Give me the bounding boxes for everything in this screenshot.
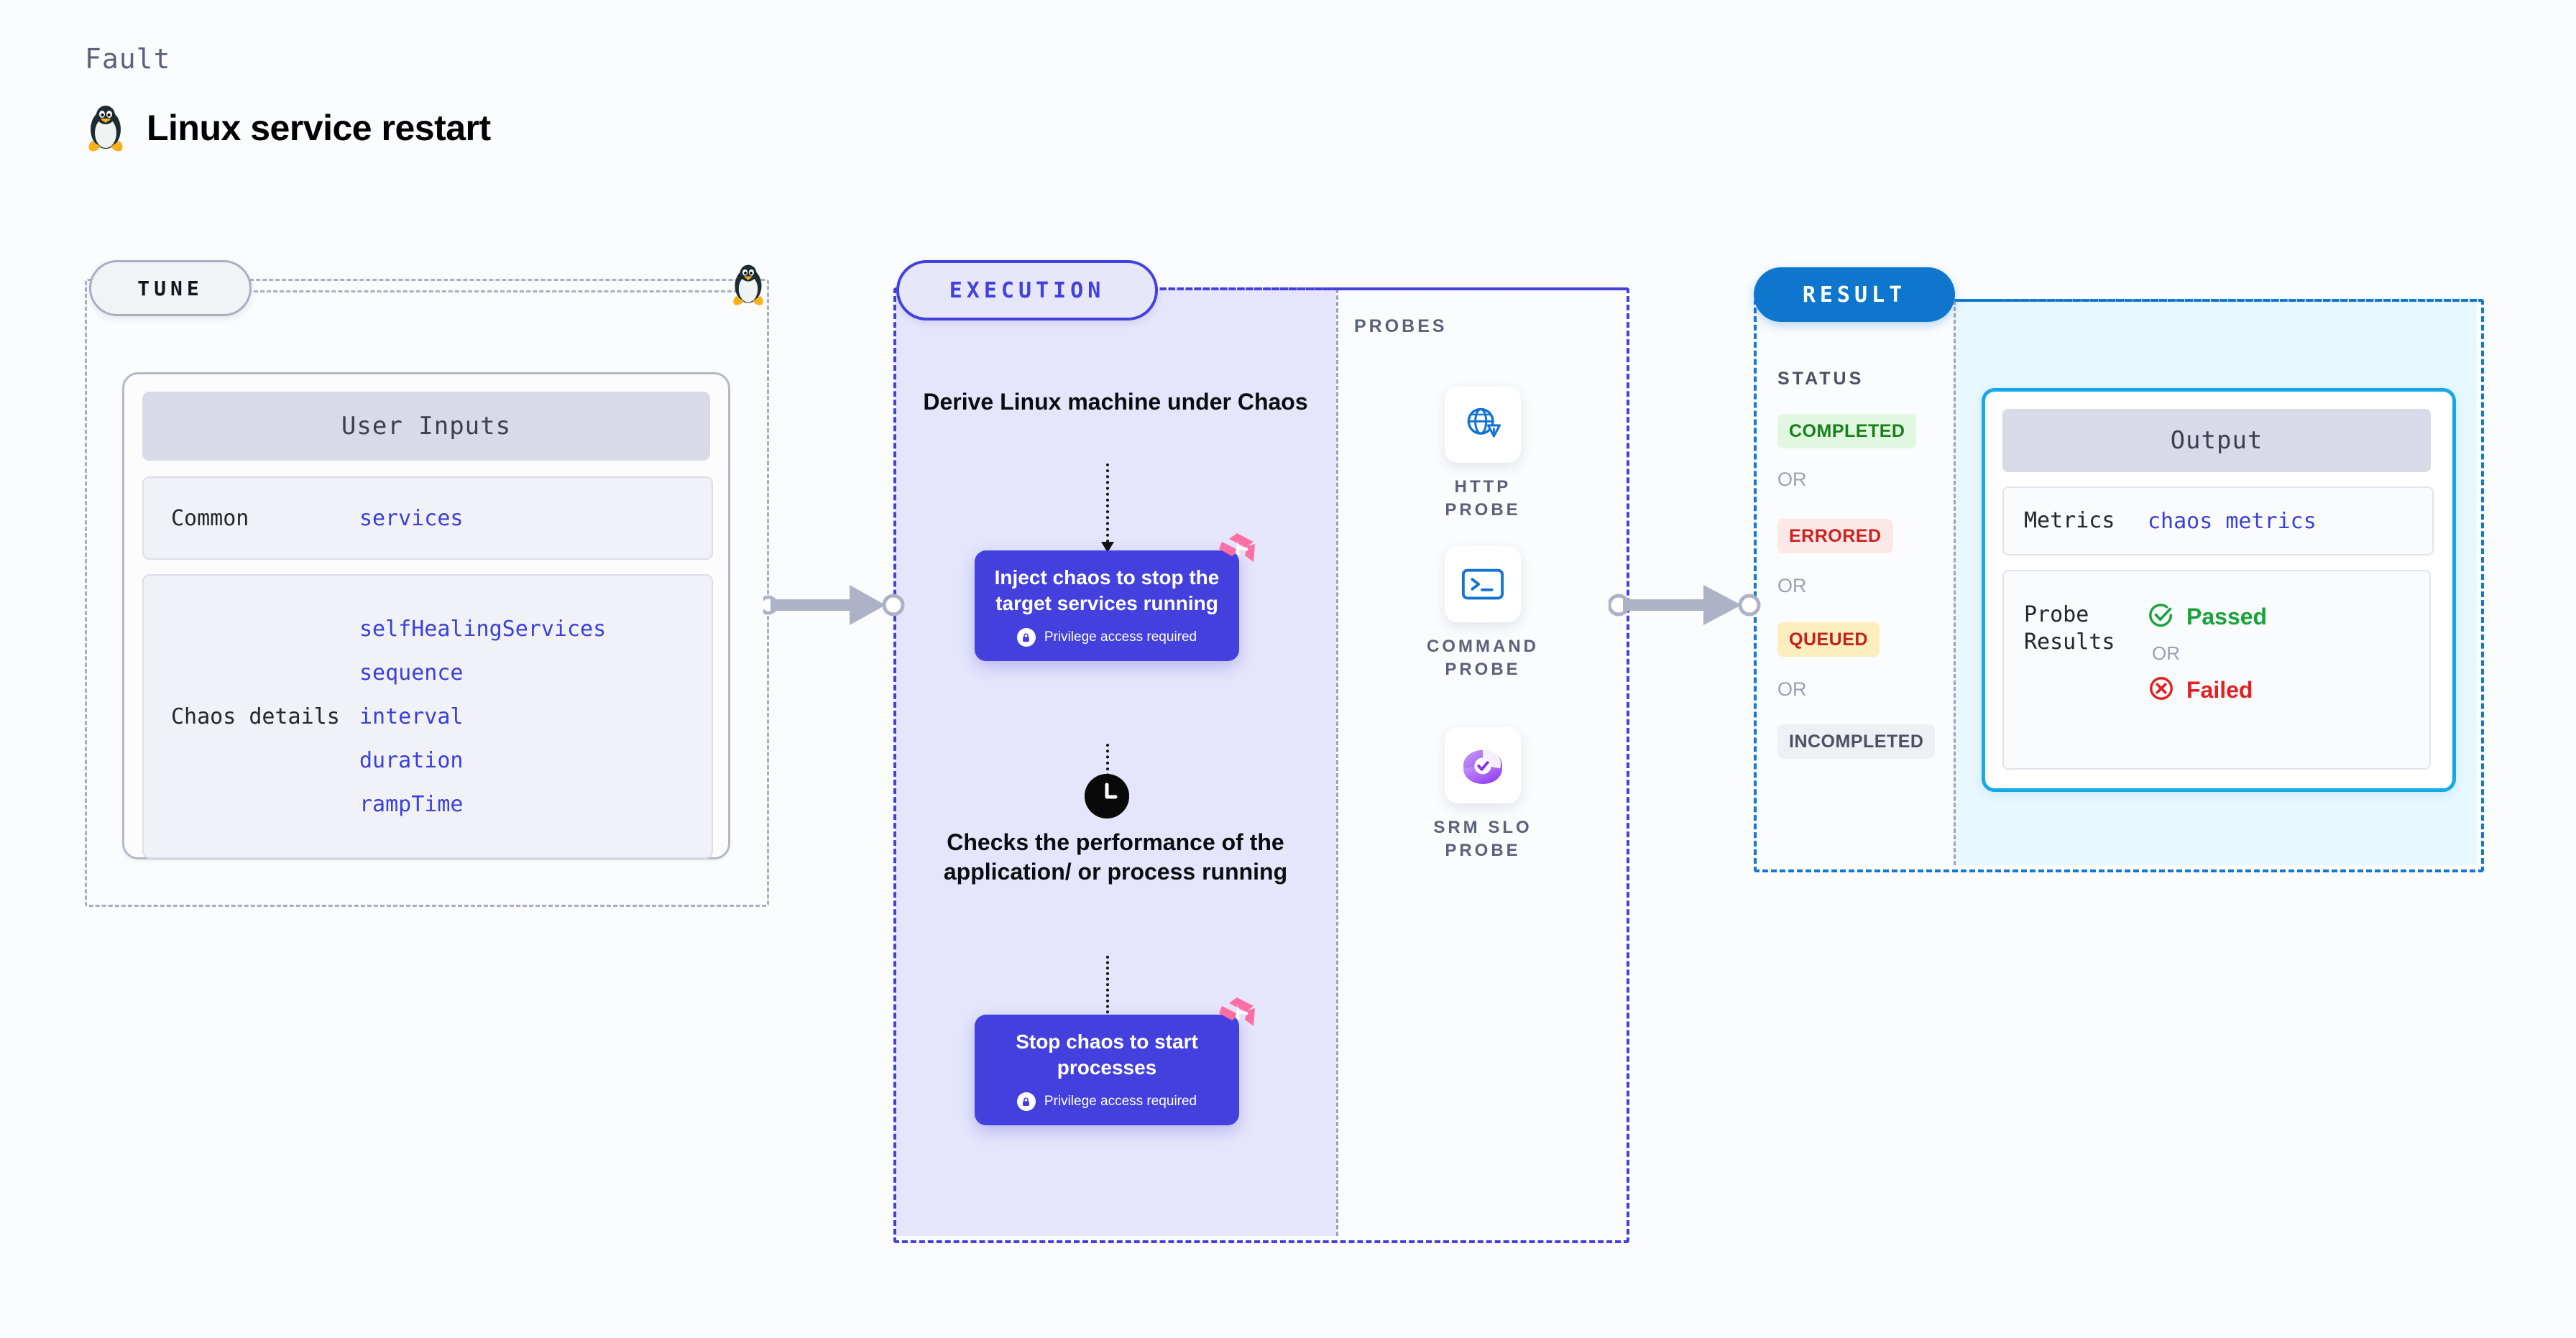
row-label: Chaos details: [171, 703, 340, 729]
probe-label: HTTP PROBE: [1445, 477, 1521, 520]
execution-card-inject-chaos[interactable]: Inject chaos to stop the target services…: [975, 533, 1255, 661]
tune-connector-line: [247, 290, 745, 292]
metrics-value-link[interactable]: chaos metrics: [2148, 508, 2317, 534]
user-inputs-card: User Inputs Common services Chaos detail…: [122, 372, 730, 859]
result-badge[interactable]: RESULT: [1754, 267, 1955, 322]
slo-gauge-check-icon: [1445, 727, 1521, 803]
chaos-badge-icon: [1218, 996, 1256, 1037]
user-input-row-common: Common services: [142, 476, 713, 560]
execution-connector-line: [1152, 287, 1627, 290]
privilege-note: Privilege access required: [1016, 1092, 1197, 1112]
x-circle-icon: [2148, 675, 2175, 706]
probe-label: COMMAND PROBE: [1427, 637, 1539, 680]
tune-region: [85, 279, 769, 907]
connector-arrow-tune-to-execution: [758, 579, 907, 635]
connector-arrow-execution-to-result: [1607, 579, 1767, 635]
page-header: Fault Linux service restart: [85, 43, 491, 152]
row-label: Common: [171, 505, 249, 531]
result-connector-line: [1955, 299, 2477, 302]
page-title: Linux service restart: [147, 108, 491, 148]
checks-step-text: Checks the performance of the applicatio…: [943, 829, 1288, 885]
privilege-note: Privilege access required: [1016, 628, 1197, 647]
privilege-label: Privilege access required: [1044, 1094, 1197, 1109]
check-circle-icon: [2148, 601, 2175, 632]
derive-step-text: Derive Linux machine under Chaos: [923, 389, 1308, 415]
status-section-label: STATUS: [1777, 369, 1864, 389]
privilege-label: Privilege access required: [1044, 629, 1197, 645]
status-badge-incompleted: INCOMPLETED: [1777, 724, 1936, 759]
probe-result-or: OR: [2152, 642, 2180, 664]
passed-label: Passed: [2186, 604, 2268, 629]
card-title: Stop chaos to start processes: [1016, 1030, 1198, 1079]
lock-icon: [1016, 1092, 1036, 1112]
probes-section-label: PROBES: [1354, 316, 1448, 336]
clock-icon: [1085, 774, 1129, 818]
param-ramptime[interactable]: rampTime: [359, 791, 464, 817]
globe-alert-icon: [1445, 387, 1521, 463]
chaos-badge-icon: [1218, 532, 1256, 573]
status-or-1: OR: [1777, 469, 1807, 490]
tune-badge[interactable]: TUNE: [89, 260, 252, 316]
flow-arrow-down-1: [1101, 463, 1114, 553]
execution-probes-divider: [1336, 289, 1338, 1236]
probe-item-command[interactable]: COMMAND PROBE: [1418, 546, 1547, 681]
status-or-2: OR: [1777, 575, 1807, 596]
probe-result-passed: Passed: [2148, 601, 2267, 632]
param-sequence[interactable]: sequence: [359, 660, 464, 686]
user-inputs-header: User Inputs: [142, 392, 710, 461]
user-input-row-chaos-details: Chaos details selfHealingServices sequen…: [142, 574, 713, 859]
output-card: Output Metrics chaos metrics Probe Resul…: [1982, 388, 2456, 792]
probe-result-failed: Failed: [2148, 675, 2267, 706]
card-title: Inject chaos to stop the target services…: [994, 566, 1220, 614]
flow-arrow-down-3: [1101, 956, 1114, 1029]
param-duration[interactable]: duration: [359, 747, 464, 773]
fault-eyebrow-label: Fault: [85, 43, 171, 75]
param-services[interactable]: services: [359, 505, 464, 531]
terminal-icon: [1445, 546, 1521, 622]
status-or-3: OR: [1777, 678, 1807, 700]
linux-penguin-icon: [730, 263, 767, 310]
row-values: services: [359, 506, 464, 531]
param-selfhealingservices[interactable]: selfHealingServices: [359, 616, 607, 642]
metrics-label: Metrics: [2024, 507, 2115, 533]
failed-label: Failed: [2186, 677, 2253, 703]
param-interval[interactable]: interval: [359, 703, 464, 729]
probe-item-http[interactable]: HTTP PROBE: [1418, 387, 1547, 522]
status-badge-errored: ERRORED: [1777, 519, 1893, 553]
lock-icon: [1016, 628, 1036, 647]
linux-penguin-icon: [85, 103, 126, 152]
output-row-probe-results: Probe Results Passed OR: [2002, 570, 2431, 770]
execution-card-stop-chaos[interactable]: Stop chaos to start processes Privilege …: [975, 997, 1255, 1125]
execution-badge[interactable]: EXECUTION: [896, 260, 1158, 320]
row-values: selfHealingServices sequence interval du…: [359, 617, 606, 817]
probe-label: SRM SLO PROBE: [1433, 818, 1532, 861]
output-card-header: Output: [2002, 409, 2431, 472]
probe-item-srm-slo[interactable]: SRM SLO PROBE: [1418, 727, 1547, 862]
result-status-output-divider: [1954, 300, 1956, 865]
probe-results-values: Passed OR Failed: [2148, 601, 2267, 706]
probe-results-label: Probe Results: [2024, 602, 2115, 655]
output-row-metrics: Metrics chaos metrics: [2002, 486, 2434, 555]
status-badge-queued: QUEUED: [1777, 622, 1880, 657]
status-badge-completed: COMPLETED: [1777, 414, 1917, 448]
